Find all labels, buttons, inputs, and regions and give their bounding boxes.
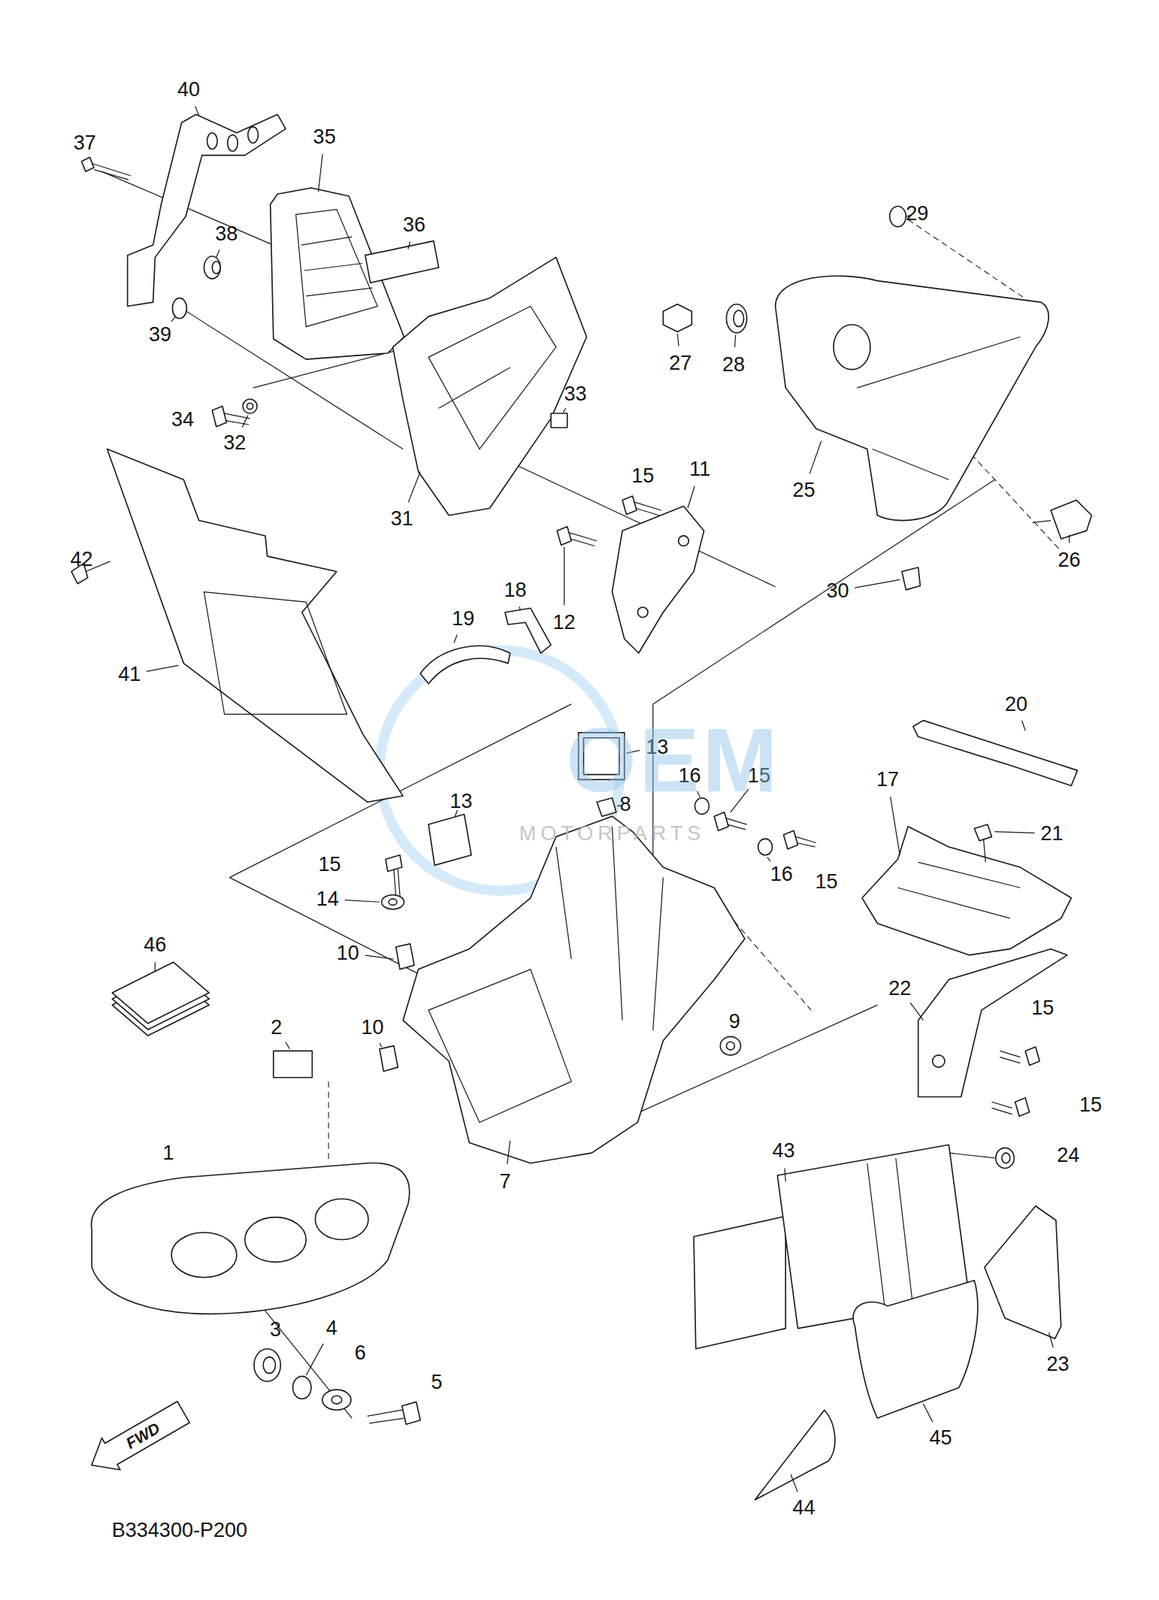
leader-line	[154, 962, 156, 972]
callout-number: 45	[929, 1427, 952, 1448]
callout-number: 40	[177, 79, 200, 100]
leader-line	[562, 408, 566, 412]
callout-number: 9	[729, 1010, 741, 1032]
leader-line	[687, 486, 695, 509]
callout-number: 46	[143, 934, 167, 955]
callout-number: 26	[1058, 550, 1081, 571]
callout-number: 38	[214, 223, 238, 244]
callout-number: 11	[689, 459, 711, 480]
callout-number: 35	[313, 126, 336, 147]
direction-arrow-text: FWD	[123, 1419, 163, 1452]
callout-number: 13	[450, 790, 473, 811]
callout-number: 37	[73, 133, 97, 154]
callout-number: 12	[553, 612, 576, 633]
leader-line	[994, 832, 1035, 834]
leader-line	[365, 955, 394, 960]
leader-line	[1068, 535, 1070, 544]
callout-number: 2	[270, 1016, 282, 1038]
callout-number: 14	[316, 888, 339, 909]
callout-number: 19	[451, 608, 475, 629]
leader-line	[454, 810, 457, 817]
leader-line	[171, 316, 176, 322]
leader-line	[1022, 720, 1026, 731]
callout-number: 21	[1040, 823, 1063, 844]
callout-number: 10	[336, 942, 360, 963]
callout-number: 41	[118, 664, 141, 685]
leader-line	[767, 857, 771, 862]
callout-number: 44	[792, 1497, 816, 1519]
callout-number: 4	[326, 1318, 338, 1339]
leader-line	[318, 154, 324, 192]
leader-line	[890, 796, 901, 856]
leader-line	[1048, 1332, 1054, 1348]
leader-line	[910, 1002, 923, 1021]
callout-number: 32	[223, 432, 246, 454]
callout-number: 33	[564, 383, 588, 404]
callout-number: 36	[402, 214, 426, 235]
callout-number: 1	[162, 1142, 174, 1163]
callout-number: 5	[430, 1372, 442, 1393]
callout-number: 15	[1031, 998, 1054, 1019]
callout-number: 10	[360, 1016, 384, 1038]
leader-line	[519, 606, 521, 611]
leader-line	[453, 634, 457, 643]
callout-number: 17	[876, 769, 899, 790]
callout-number: 7	[499, 1171, 511, 1192]
callout-number: 15	[317, 853, 341, 875]
callout-number: 15	[631, 465, 654, 486]
leader-line	[379, 1043, 382, 1048]
callout-number: 24	[1056, 1144, 1080, 1166]
leader-line	[677, 333, 679, 346]
callout-number: 34	[171, 408, 194, 430]
callout-number: 29	[905, 202, 929, 224]
leader-line	[344, 900, 380, 903]
callout-number: 28	[722, 354, 745, 375]
leader-line	[305, 1343, 324, 1376]
callout-number: 25	[792, 479, 816, 500]
leader-line	[784, 1168, 786, 1182]
leader-line	[854, 579, 900, 588]
callout-number: 3	[269, 1319, 282, 1340]
callout-number: 15	[814, 871, 838, 892]
leader-line	[195, 105, 200, 116]
leader-line	[735, 335, 736, 348]
callout-number: 23	[1047, 1353, 1070, 1374]
callout-number: 20	[1004, 693, 1028, 715]
callout-number: 42	[70, 548, 94, 569]
leader-line	[146, 665, 179, 672]
leader-line	[285, 1042, 291, 1050]
leader-line	[507, 1140, 511, 1165]
callout-number: 30	[826, 580, 849, 601]
leader-line	[922, 1404, 933, 1423]
callout-number: 16	[770, 864, 793, 885]
leader-line	[563, 547, 565, 606]
callout-number: 15	[1079, 1095, 1102, 1116]
leader-line	[408, 471, 421, 503]
callout-number: 6	[354, 1342, 367, 1363]
watermark-logo: OEM	[565, 714, 781, 805]
leader-line	[790, 1474, 798, 1492]
diagram-code: B334300-P200	[111, 1520, 248, 1541]
callout-number: 22	[888, 978, 911, 999]
callout-number: 31	[390, 508, 414, 529]
callout-number: 27	[668, 353, 692, 374]
watermark-text: MOTORPARTS	[519, 823, 706, 844]
leader-line	[216, 249, 220, 258]
leader-line	[242, 415, 249, 428]
leader-line	[809, 441, 821, 474]
callout-number: 39	[148, 324, 172, 345]
leader-line	[408, 241, 411, 249]
callout-number: 18	[503, 579, 527, 600]
callout-number: 43	[771, 1140, 795, 1162]
